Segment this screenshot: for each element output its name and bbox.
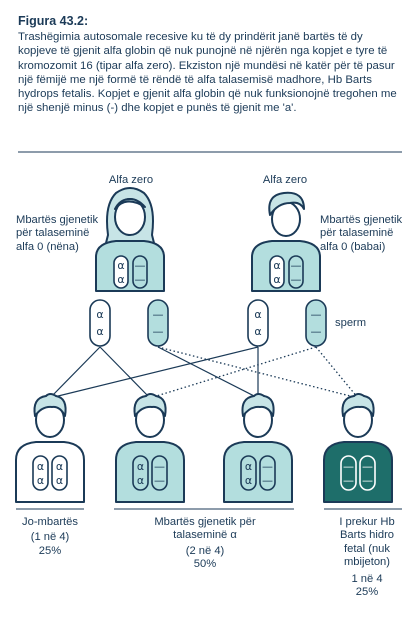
outcome-unaffected-ratio: (1 në 4)	[30, 531, 70, 544]
father-minus-2: —	[291, 273, 302, 286]
c4-minus-4: —	[362, 474, 373, 487]
c1-alpha-1: α	[37, 460, 44, 473]
father-genotype	[269, 255, 304, 289]
mother-chrom-minus	[132, 255, 148, 289]
line-f-minus-to-child2	[149, 346, 317, 399]
c4-minus-1: —	[343, 460, 354, 473]
child-unaffected	[15, 393, 85, 503]
outcome-unaffected-title: Jo-mbartës	[22, 516, 78, 528]
father-hair	[268, 191, 305, 216]
father-minus-1: —	[291, 259, 302, 272]
c3-alpha-1: α	[245, 460, 252, 473]
gamete-f-alpha-2: α	[254, 325, 261, 338]
mother-minus-1: —	[135, 259, 146, 272]
father-title: Alfa zero	[262, 174, 308, 186]
inheritance-lines	[49, 346, 259, 399]
c4-minus-2: —	[343, 474, 354, 487]
inheritance-lines-dotted	[149, 346, 359, 399]
father-chrom-minus	[288, 255, 304, 289]
child-carrier-1	[115, 393, 185, 503]
gamete-f-alpha-1: α	[254, 308, 261, 321]
gamete-mother-alpha	[89, 299, 111, 347]
father-body	[251, 240, 321, 292]
father-alpha-1: α	[273, 259, 280, 272]
c2-minus-1: —	[154, 460, 165, 473]
line-f-alpha-to-child1	[49, 346, 259, 399]
gamete-m-minus-2: —	[153, 325, 164, 338]
gamete-f-minus-2: —	[311, 325, 322, 338]
gamete-m-minus-1: —	[153, 308, 164, 321]
mother-genotype	[113, 255, 148, 289]
outcome-unaffected-percent: 25%	[38, 544, 62, 557]
gamete-f-minus-1: —	[311, 308, 322, 321]
father-chrom-alpha	[269, 255, 285, 289]
outcome-carrier-percent: 50%	[193, 558, 217, 571]
outcome-affected-title: I prekur Hb Barts hidro fetal (nuk mbije…	[339, 516, 395, 569]
gamete-m-alpha-1: α	[96, 308, 103, 321]
line-f-minus-to-child4	[315, 346, 359, 399]
figure-label: Figura 43.2:	[18, 14, 89, 28]
gamete-label: sperm	[335, 317, 367, 329]
outcome-carrier-ratio: (2 në 4)	[185, 544, 225, 557]
line-m-alpha-to-child1	[49, 346, 101, 399]
child-carrier-2	[223, 393, 293, 503]
c4-minus-3: —	[362, 460, 373, 473]
mother-title: Alfa zero	[108, 174, 154, 186]
c1-alpha-2: α	[37, 474, 44, 487]
outcome-affected: I prekur Hb Barts hidro fetal (nuk mbije…	[334, 516, 400, 599]
c1-alpha-4: α	[56, 474, 63, 487]
c3-minus-1: —	[262, 460, 273, 473]
line-m-minus-to-child3	[157, 346, 259, 399]
father-figure	[251, 191, 321, 292]
figure-caption: Figura 43.2: Trashëgimia autosomale rece…	[18, 14, 404, 115]
mother-minus-2: —	[135, 273, 146, 286]
c1-alpha-3: α	[56, 460, 63, 473]
c2-alpha-1: α	[137, 460, 144, 473]
mother-alpha-1: α	[117, 259, 124, 272]
line-m-alpha-to-child2	[99, 346, 151, 399]
child4-genotype	[340, 455, 376, 491]
mother-alpha-2: α	[117, 273, 124, 286]
gamete-mother-minus	[147, 299, 169, 347]
line-m-minus-to-child4	[157, 346, 359, 399]
c3-alpha-2: α	[245, 474, 252, 487]
child1-genotype	[32, 455, 68, 491]
father-description: Mbartës gjenetik për talaseminë alfa 0 (…	[320, 214, 403, 253]
c3-minus-2: —	[262, 474, 273, 487]
child-affected	[323, 393, 393, 503]
child3-genotype	[240, 455, 276, 491]
mother-description: Mbartës gjenetik për talaseminë alfa 0 (…	[16, 214, 99, 253]
caption-text: Trashëgimia autosomale recesive ku të dy…	[18, 31, 397, 115]
c2-alpha-2: α	[137, 474, 144, 487]
mother-chrom-alpha	[113, 255, 129, 289]
outcome-unaffected: Jo-mbartës (1 në 4) 25%	[12, 516, 88, 558]
child2-genotype	[132, 455, 168, 491]
c2-minus-2: —	[154, 474, 165, 487]
outcome-affected-ratio: 1 në 4	[351, 572, 383, 585]
outcome-carrier: Mbartës gjenetik për talaseminë α (2 në …	[130, 516, 280, 572]
gamete-m-alpha-2: α	[96, 325, 103, 338]
outcome-carrier-title: Mbartës gjenetik për talaseminë α	[154, 516, 256, 542]
father-alpha-2: α	[273, 273, 280, 286]
gamete-father-alpha	[247, 299, 269, 347]
gamete-father-minus	[305, 299, 327, 347]
mother-fringe	[114, 198, 146, 210]
outcome-affected-percent: 25%	[355, 586, 379, 599]
